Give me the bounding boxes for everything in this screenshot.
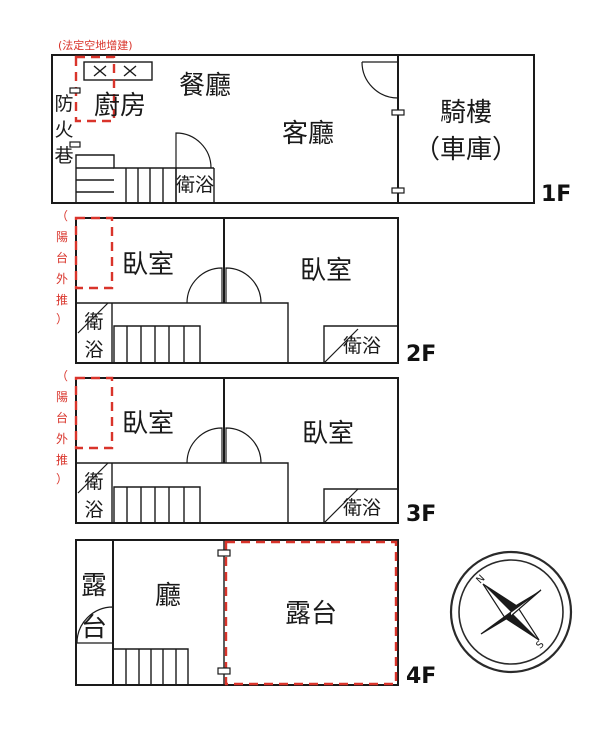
bath-right-door-3f (323, 488, 359, 524)
fire-lane-char: 巷 (54, 145, 73, 167)
floor-3f-outline (75, 377, 399, 524)
floor-3f: 臥室 臥室 衛 浴 衛浴 3F （ 陽 台 外 推 ） (56, 369, 436, 527)
svg-text:外: 外 (56, 272, 68, 286)
stairs-4f (113, 648, 189, 685)
bath-door-3f (77, 462, 109, 494)
hall-label-4f: 廳 (155, 581, 181, 611)
bath-right-wall-2f (323, 325, 398, 363)
corridor-wall-3f (76, 462, 289, 523)
bedroom-door-b-3f (225, 427, 262, 464)
legal-open-space-note: (法定空地增建) (58, 38, 133, 52)
svg-text:）: ） (56, 472, 68, 486)
floor-label-2f: 2F (406, 342, 436, 367)
bath-small-char: 衛 (84, 471, 103, 493)
balcony-addition-marker-3f (74, 376, 114, 450)
svg-text:陽: 陽 (56, 390, 68, 404)
floor-2f-outline (75, 217, 399, 364)
floor-label-3f: 3F (406, 502, 436, 527)
balcony-note-3f: （ 陽 台 外 推 ） (56, 369, 68, 486)
floor-4f-outline (75, 539, 399, 686)
terrace-addition-marker (224, 540, 398, 686)
living-door-1f (361, 61, 399, 99)
bath-right-wall-3f (323, 488, 398, 523)
bath-small-char: 浴 (84, 339, 103, 361)
svg-text:推: 推 (56, 293, 68, 307)
bath-right-label-3f: 衛浴 (343, 497, 381, 519)
terrace-small-char: 露 (81, 571, 107, 601)
svg-text:推: 推 (56, 453, 68, 467)
window-mark (391, 109, 405, 116)
stove-icon (83, 61, 153, 81)
floor-4f: 露 台 廳 露台 4F (75, 539, 436, 689)
bedroom-b-label-3f: 臥室 (302, 419, 354, 449)
kitchen-label: 廚房 (94, 91, 146, 121)
terrace-small-door (76, 606, 114, 644)
svg-text:（: （ (56, 369, 68, 383)
terrace-large-label: 露台 (285, 599, 337, 629)
bath-small-char: 浴 (84, 499, 103, 521)
bedroom-door-a-3f (186, 427, 223, 464)
fire-lane-char: 防 (54, 93, 73, 115)
window-mark (217, 667, 231, 675)
window-mark (391, 187, 405, 194)
bath-door-2f (77, 302, 109, 334)
window-mark (69, 141, 81, 148)
floor-1f: (法定空地增建) (51, 38, 571, 207)
arcade-label: 騎樓 (440, 98, 492, 128)
svg-text:）: ） (56, 312, 68, 326)
svg-text:台: 台 (56, 410, 68, 425)
dining-label: 餐廳 (179, 71, 231, 101)
balcony-note-2f: （ 陽 台 外 推 ） (56, 209, 68, 326)
floor-label-1f: 1F (541, 182, 571, 207)
fire-lane-char: 火 (54, 119, 73, 141)
svg-text:台: 台 (56, 250, 68, 265)
svg-text:（: （ (56, 209, 68, 223)
window-mark (217, 549, 231, 557)
bedroom-door-b-2f (225, 267, 262, 304)
compass-south-label: S (534, 639, 546, 651)
stairs-1f (75, 154, 177, 203)
stairs-3f (113, 486, 201, 523)
bedroom-a-label-2f: 臥室 (122, 250, 174, 280)
bedroom-door-a-2f (186, 267, 223, 304)
bathroom-door-1f (175, 132, 212, 169)
balcony-addition-marker-2f (74, 216, 114, 290)
garage-label: （車庫） (414, 135, 518, 165)
compass-north-label: N (474, 573, 487, 586)
stove-burners (93, 65, 137, 77)
corridor-wall-2f (76, 302, 289, 363)
bathroom-label-1f: 衛浴 (176, 174, 214, 196)
bath-right-label-2f: 衛浴 (343, 335, 381, 357)
svg-text:陽: 陽 (56, 230, 68, 244)
floor-2f: 臥室 臥室 衛 浴 衛浴 2F （ 陽 台 外 推 ） (56, 209, 436, 367)
terrace-small-char: 台 (81, 613, 107, 643)
compass-icon: N S (449, 550, 573, 674)
bedroom-a-label-3f: 臥室 (122, 409, 174, 439)
svg-text:外: 外 (56, 432, 68, 446)
stairs-2f (113, 325, 201, 363)
floor-label-4f: 4F (406, 664, 436, 689)
bath-small-char: 衛 (84, 311, 103, 333)
bedroom-b-label-2f: 臥室 (300, 256, 352, 286)
living-label: 客廳 (282, 119, 334, 149)
floor-1f-outline (51, 54, 535, 204)
bath-right-door-2f (323, 328, 359, 364)
window-mark (69, 87, 81, 94)
